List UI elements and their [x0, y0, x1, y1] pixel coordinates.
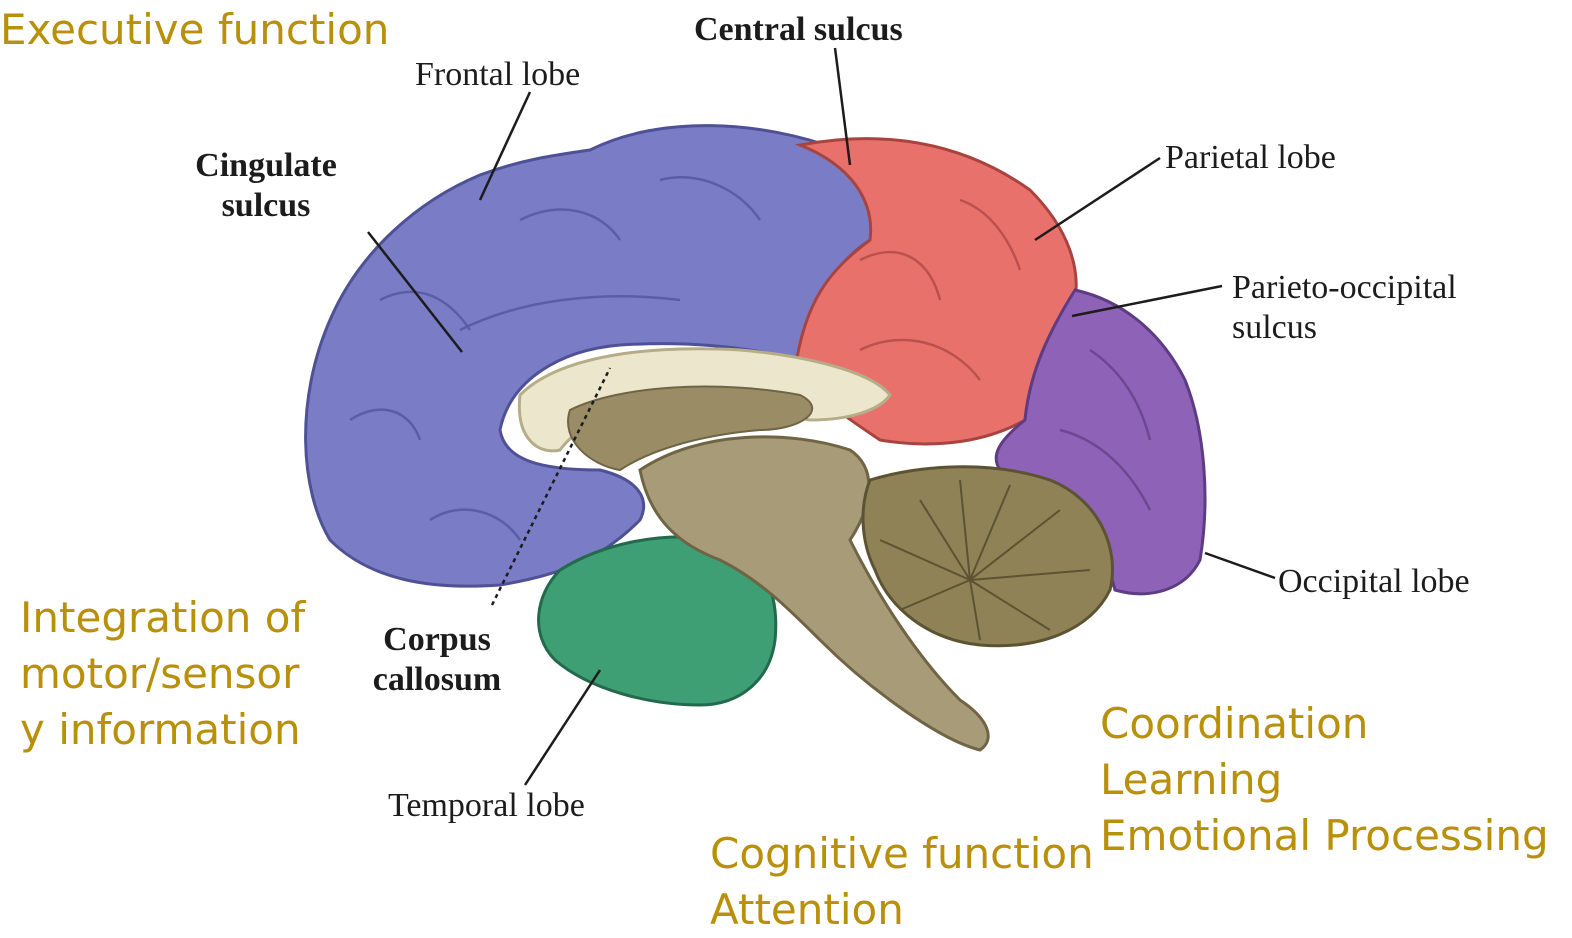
label-parieto-occipital-sulcus: Parieto-occipital sulcus — [1232, 268, 1457, 348]
cerebellum-region — [863, 467, 1112, 646]
label-parietal-lobe: Parietal lobe — [1165, 138, 1336, 178]
annotation-coordination: Coordination Learning Emotional Processi… — [1100, 696, 1549, 864]
annotation-integration: Integration of motor/sensor y informatio… — [20, 590, 305, 758]
label-central-sulcus: Central sulcus — [694, 10, 903, 50]
leader-occipital-lobe — [1205, 553, 1275, 578]
label-corpus-callosum: Corpus callosum — [342, 620, 532, 700]
annotation-cognitive: Cognitive function Attention — [710, 826, 1094, 938]
label-cingulate-sulcus: Cingulate sulcus — [176, 146, 356, 226]
label-temporal-lobe: Temporal lobe — [388, 786, 585, 826]
label-occipital-lobe: Occipital lobe — [1278, 562, 1470, 602]
annotation-executive-function: Executive function — [0, 2, 389, 58]
label-frontal-lobe: Frontal lobe — [415, 55, 580, 95]
leader-temporal-lobe — [525, 670, 600, 785]
leader-parietal-lobe — [1035, 158, 1160, 240]
